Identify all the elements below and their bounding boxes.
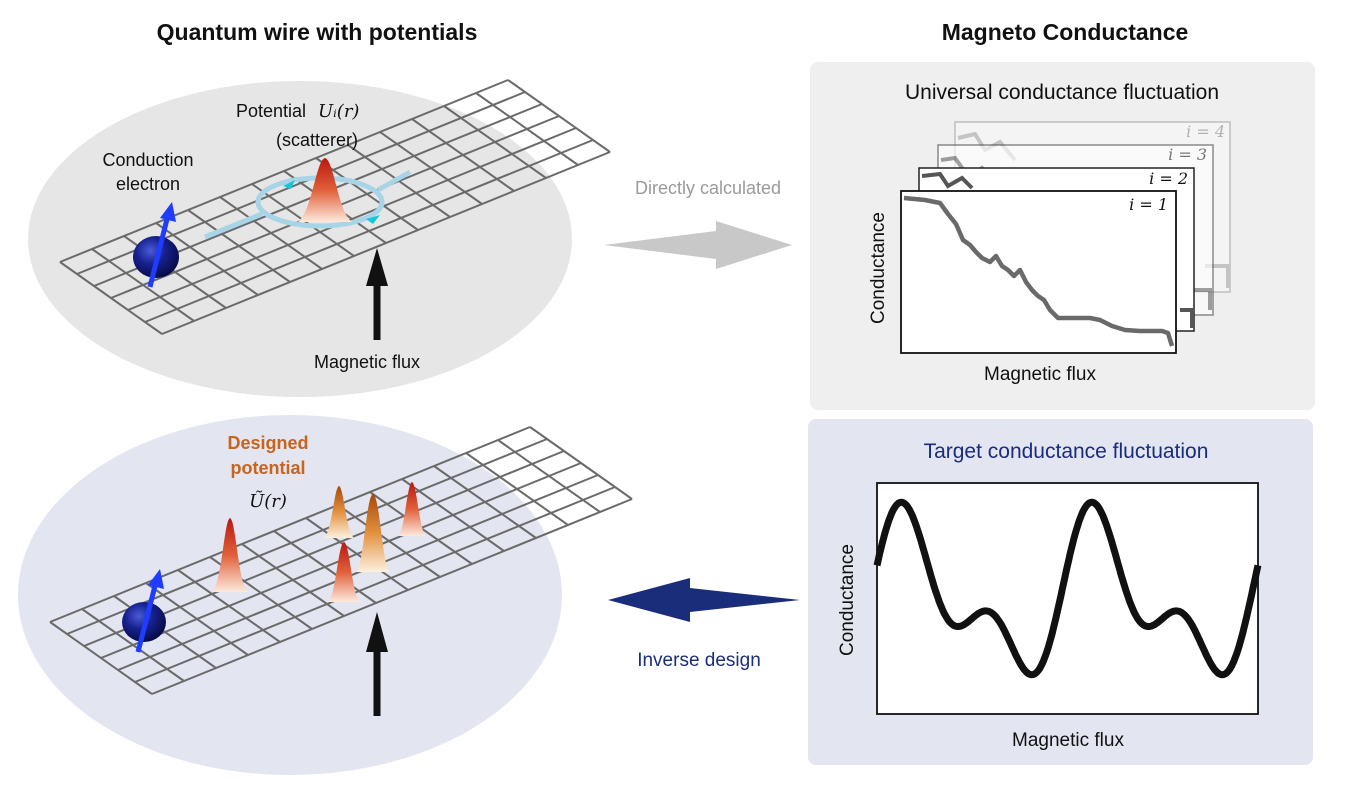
grid-line	[144, 139, 594, 323]
ucf-index-label: i = 2	[1149, 169, 1188, 188]
ucf-stacked-plots: i = 4 i = 3 i = 2 i = 1	[900, 121, 1231, 354]
target-curve	[873, 498, 1262, 679]
spin-arrow-icon	[147, 214, 171, 288]
forward-arrow-label: Directly calculated	[635, 178, 781, 198]
ucf-index-label: i = 4	[1186, 122, 1225, 141]
conduction-electron	[133, 202, 179, 288]
electron-label-line2: electron	[116, 174, 180, 194]
grid-line	[151, 498, 633, 695]
designed-label-line2: potential	[231, 458, 306, 478]
designed-potential-peaks	[212, 482, 426, 602]
target-xlabel: Magnetic flux	[1012, 730, 1124, 751]
grid-line	[161, 151, 611, 335]
grid-line	[66, 438, 548, 635]
flux-label-top: Magnetic flux	[314, 352, 420, 372]
orbit-arrowhead-icon	[283, 180, 295, 189]
designed-peak	[356, 494, 390, 572]
target-ylabel: Conductance	[837, 544, 858, 656]
inverse-arrow-label: Inverse design	[637, 650, 761, 671]
ucf-plot-i1: i = 1	[900, 190, 1177, 354]
bottom-wire-ellipse	[18, 415, 562, 775]
electron-label-line1: Conduction	[102, 150, 193, 170]
grid-line	[83, 450, 565, 647]
grid-line	[59, 79, 509, 263]
spin-arrow-icon	[135, 581, 159, 653]
designed-math: Ũ(r)	[249, 489, 287, 512]
ucf-xlabel: Magnetic flux	[984, 364, 1096, 385]
flux-arrow-top	[366, 248, 388, 340]
designed-label-line1: Designed	[227, 433, 308, 453]
ucf-panel-title: Universal conductance fluctuation	[905, 81, 1219, 104]
designed-peak	[324, 486, 354, 538]
grid-line	[117, 474, 599, 671]
ucf-index-label: i = 3	[1168, 145, 1207, 164]
right-header: Magneto Conductance	[942, 19, 1189, 45]
ucf-index-label: i = 1	[1129, 195, 1168, 214]
designed-peak	[212, 518, 248, 592]
forward-arrow	[604, 221, 792, 269]
grid-line	[134, 486, 616, 683]
scatterer-potential-peak	[298, 158, 352, 222]
inverse-arrow	[608, 578, 800, 622]
top-wire-ellipse	[28, 81, 572, 397]
grid-line	[49, 426, 531, 623]
potential-label: Potential	[236, 101, 306, 121]
ucf-ylabel: Conductance	[868, 212, 889, 324]
conduction-electron-bottom	[122, 569, 166, 653]
target-plot-frame	[876, 482, 1259, 715]
target-panel-title: Target conductance fluctuation	[924, 440, 1209, 463]
bottom-wire-grid	[49, 426, 633, 695]
designed-peak	[398, 482, 426, 536]
left-header: Quantum wire with potentials	[157, 19, 478, 45]
scatterer-label: (scatterer)	[276, 130, 358, 150]
designed-peak	[328, 542, 360, 602]
grid-line	[127, 127, 577, 311]
orbit-arrowhead-icon	[366, 215, 380, 224]
potential-math: Uᵢ(r)	[318, 101, 359, 122]
ucf-curve	[903, 195, 1175, 347]
flux-arrow-bottom	[366, 612, 388, 716]
